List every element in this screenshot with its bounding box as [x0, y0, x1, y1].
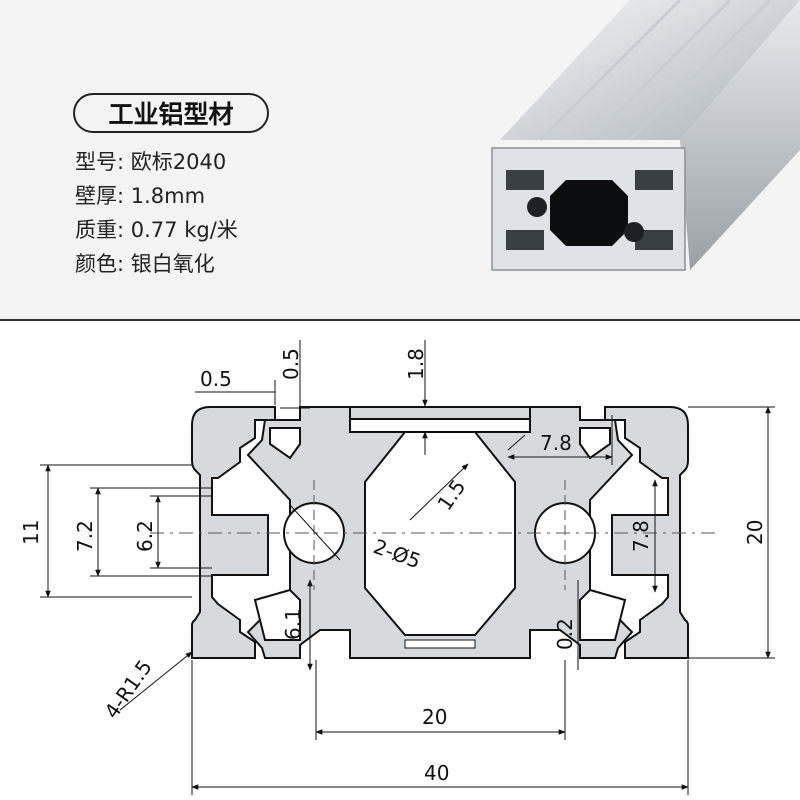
dim-0-2: 0.2 [553, 618, 577, 650]
spec-label: 型号 [75, 150, 117, 174]
dim-1-8: 1.8 [404, 348, 428, 380]
spec-value: 银白氧化 [130, 252, 215, 276]
spec-color: 颜色: 银白氧化 [75, 252, 215, 276]
spec-label: 壁厚 [75, 184, 117, 208]
dim-7-8-top: 7.8 [540, 431, 572, 455]
spec-value: 1.8mm [130, 184, 206, 208]
dim-6-1: 6.1 [281, 608, 305, 640]
dim-7-8-right: 7.8 [629, 520, 653, 552]
spec-wall-thickness: 壁厚: 1.8mm [75, 184, 206, 208]
profile-drawing: 0.5 0.5 1.8 7.8 1.5 11 7.2 6.2 2-Ø5 7.8 … [19, 340, 775, 795]
spec-label: 颜色 [75, 252, 117, 276]
profile-photo [491, 0, 800, 271]
dim-20-bottom: 20 [422, 705, 447, 729]
profile-end-face [491, 147, 686, 271]
spec-label: 质重 [75, 218, 117, 242]
dim-40: 40 [424, 761, 449, 785]
dim-0-5-vertical: 0.5 [279, 348, 303, 380]
product-title: 工业铝型材 [73, 93, 269, 133]
dim-11: 11 [19, 520, 43, 545]
dim-0-5-horizontal: 0.5 [200, 367, 232, 391]
spec-weight: 质重: 0.77 kg/米 [75, 218, 238, 242]
section-divider [0, 319, 800, 321]
dim-20-right: 20 [743, 520, 767, 545]
dim-6-2: 6.2 [133, 520, 157, 552]
spec-value: 0.77 kg/米 [130, 218, 238, 242]
profile-side-face [680, 0, 800, 270]
spec-value: 欧标2040 [130, 150, 227, 174]
profile-outline [191, 406, 276, 659]
dim-4-r1-5: 4-R1.5 [99, 655, 156, 723]
spec-model: 型号: 欧标2040 [75, 150, 227, 174]
dim-7-2: 7.2 [73, 520, 97, 552]
